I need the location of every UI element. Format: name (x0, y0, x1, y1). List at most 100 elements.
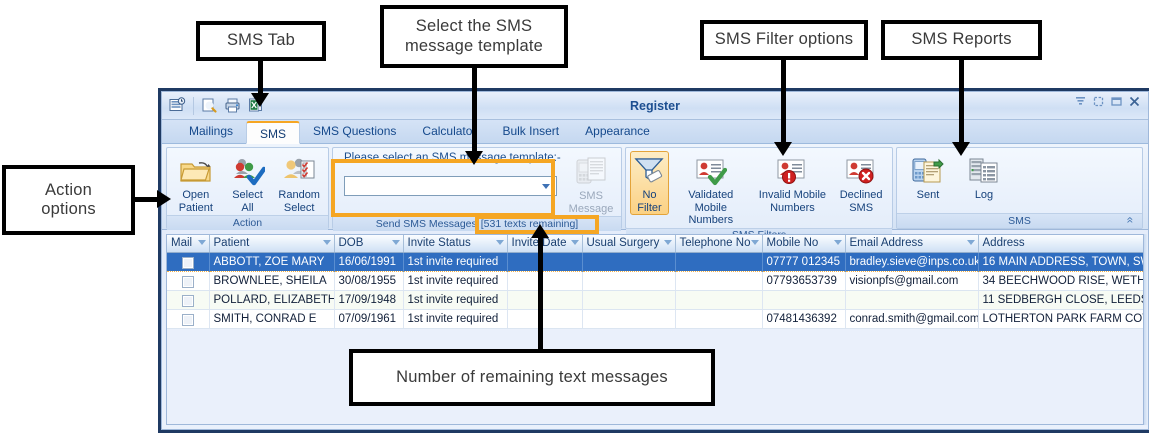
sms-message-label: SMS Message (568, 190, 614, 215)
table-row[interactable]: BROWNLEE, SHEILA 30/08/1955 1st invite r… (167, 271, 1148, 291)
invalid-mobile-numbers-button[interactable]: Invalid Mobile Numbers (753, 151, 833, 215)
filter-icon[interactable] (570, 240, 579, 245)
close-button[interactable] (1129, 96, 1140, 109)
cell-dob: 30/08/1955 (334, 271, 404, 291)
callout-sms-tab: SMS Tab (196, 21, 326, 61)
tab-sms-questions[interactable]: SMS Questions (313, 124, 397, 138)
tab-mailings[interactable]: Mailings (189, 124, 234, 138)
filter-icon[interactable] (391, 240, 400, 245)
column-label: Address (982, 237, 1025, 249)
tab-calculator[interactable]: Calculator (422, 124, 477, 138)
row-mail-checkbox-cell[interactable] (167, 309, 210, 329)
column-header-usual-surgery[interactable]: Usual Surgery (582, 235, 676, 253)
declined-sms-label: Declined SMS (839, 189, 883, 214)
cell-invite-date (507, 290, 583, 310)
grid-vertical-scrollbar[interactable] (1143, 234, 1148, 425)
send-sms-messages-text: Send SMS Messages (375, 217, 477, 230)
row-mail-checkbox-cell[interactable] (167, 252, 210, 272)
cell-email-address: visionpfs@gmail.com (845, 271, 979, 291)
tab-bulk-insert[interactable]: Bulk Insert (502, 124, 560, 138)
window-title: Register (629, 98, 681, 113)
arrow-select-template (465, 151, 483, 165)
print-preview-icon[interactable] (199, 96, 220, 116)
leader-select-template (472, 68, 477, 153)
cell-mobile-no: 07481436392 (762, 309, 846, 329)
column-header-dob[interactable]: DOB (334, 235, 404, 253)
log-button[interactable]: Log (957, 151, 1011, 203)
ribbon-collapse-icon[interactable]: « (1123, 216, 1138, 224)
cell-invite-status: 1st invite required (403, 252, 508, 272)
print-icon[interactable] (222, 96, 243, 116)
random-select-button[interactable]: Random Select (274, 151, 324, 215)
table-row[interactable]: ABBOTT, ZOE MARY 16/06/1991 1st invite r… (167, 252, 1148, 272)
tab-appearance[interactable]: Appearance (585, 124, 650, 138)
mail-checkbox[interactable] (181, 256, 194, 269)
sms-template-select[interactable] (344, 176, 557, 196)
cell-email-address (845, 290, 979, 310)
highlight-sms-template (331, 159, 555, 217)
cell-usual-surgery (582, 271, 676, 291)
column-header-address[interactable]: Address (978, 235, 1148, 253)
row-mail-checkbox-cell[interactable] (167, 290, 210, 310)
table-row[interactable]: POLLARD, ELIZABETH 17/09/1948 1st invite… (167, 290, 1148, 310)
column-label: Invite Status (407, 237, 471, 249)
cell-patient: SMITH, CONRAD E (209, 309, 335, 329)
row-mail-checkbox-cell[interactable] (167, 271, 210, 291)
no-filter-button[interactable]: No Filter (630, 151, 669, 215)
filter-icon[interactable] (966, 240, 975, 245)
mail-checkbox[interactable] (181, 313, 194, 326)
declined-sms-button[interactable]: Declined SMS (834, 151, 888, 215)
register-icon[interactable] (167, 96, 188, 116)
callout-filter-options: SMS Filter options (700, 20, 868, 60)
cell-invite-date (507, 252, 583, 272)
column-header-invite-date[interactable]: Invite Date (507, 235, 583, 253)
grid-header: Mail Patient DOB Invite Status Invite Da… (167, 235, 1148, 253)
column-label: Patient (213, 237, 250, 249)
filter-icon[interactable] (495, 240, 504, 245)
help-button[interactable] (1075, 96, 1086, 109)
sent-button[interactable]: Sent (901, 151, 955, 203)
select-all-icon (231, 154, 265, 188)
window-titlebar: Register (162, 92, 1148, 120)
arrow-sms-reports (952, 142, 970, 156)
mail-checkbox[interactable] (181, 294, 194, 307)
validated-mobile-numbers-button[interactable]: Validated Mobile Numbers (671, 151, 751, 228)
column-header-email-address[interactable]: Email Address (845, 235, 979, 253)
open-patient-button[interactable]: Open Patient (171, 151, 221, 215)
cell-invite-status: 1st invite required (403, 290, 508, 310)
cell-invite-date (507, 309, 583, 329)
leader-sms-reports (959, 60, 964, 144)
arrow-filter-options (774, 142, 792, 156)
filter-icon[interactable] (663, 240, 672, 245)
filter-icon[interactable] (833, 240, 842, 245)
restore-down-button[interactable] (1093, 96, 1104, 109)
tab-sms[interactable]: SMS (246, 121, 301, 144)
column-header-invite-status[interactable]: Invite Status (403, 235, 508, 253)
column-header-telephone-no[interactable]: Telephone No (675, 235, 763, 253)
filter-icon[interactable] (750, 240, 759, 245)
ribbon-group-action: Open Patient Select (166, 147, 329, 230)
column-header-mobile-no[interactable]: Mobile No (762, 235, 846, 253)
log-label: Log (974, 189, 994, 201)
column-label: DOB (338, 237, 364, 249)
arrow-sms-tab (251, 93, 269, 107)
maximize-button[interactable] (1111, 96, 1122, 109)
select-all-button[interactable]: Select All (223, 151, 273, 215)
column-label: Telephone No (679, 237, 751, 249)
select-all-label: Select All (232, 189, 263, 214)
cell-telephone-no (675, 290, 763, 310)
column-header-patient[interactable]: Patient (209, 235, 335, 253)
sms-message-button[interactable]: SMS Message (565, 152, 617, 216)
patient-grid[interactable]: Mail Patient DOB Invite Status Invite Da… (166, 234, 1148, 425)
ribbon-group-action-label: Action (167, 215, 328, 230)
filter-icon[interactable] (322, 240, 331, 245)
cell-usual-surgery (582, 309, 676, 329)
filter-icon[interactable] (197, 240, 206, 245)
grid-body: ABBOTT, ZOE MARY 16/06/1991 1st invite r… (167, 252, 1148, 329)
column-label: Mobile No (766, 237, 819, 249)
mail-checkbox[interactable] (181, 275, 194, 288)
column-header-mail[interactable]: Mail (167, 235, 210, 253)
table-row[interactable]: SMITH, CONRAD E 07/09/1961 1st invite re… (167, 309, 1148, 329)
cell-address: 34 BEECHWOOD RISE, WETHERBY (978, 271, 1148, 291)
ribbon-group-sms: Sent (896, 147, 1143, 229)
